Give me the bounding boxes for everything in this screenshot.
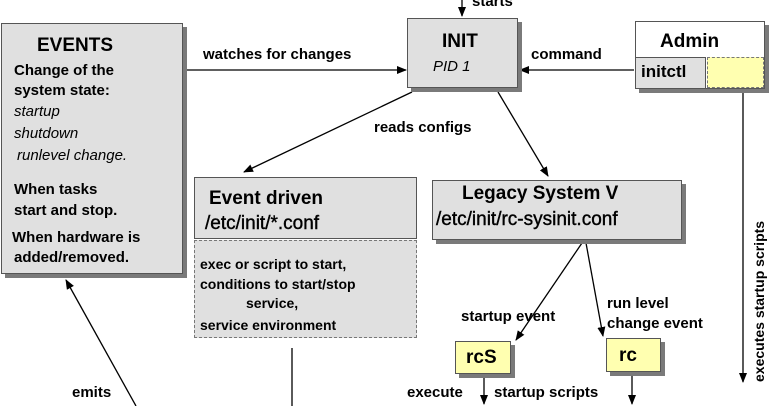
watches-label: watches for changes xyxy=(203,46,352,63)
event-driven-l3: service, xyxy=(246,295,299,311)
events-hw2: added/removed. xyxy=(14,249,130,266)
reads-configs-label: reads configs xyxy=(374,119,472,136)
executes-startup-scripts-label: executes startup scripts xyxy=(751,220,767,382)
events-title: EVENTS xyxy=(37,35,114,56)
arrow-emits xyxy=(65,279,137,406)
events-runlevel: runlevel change. xyxy=(17,147,128,164)
admin-yellow-slot xyxy=(707,57,764,88)
execute-label: execute xyxy=(407,384,463,401)
rcs-label: rcS xyxy=(466,347,497,368)
events-hw1: When hardware is xyxy=(12,229,141,246)
change-event-label: change event xyxy=(607,315,703,332)
event-driven-box xyxy=(194,177,417,239)
rc-label: rc xyxy=(619,345,637,366)
initctl-button xyxy=(636,57,706,88)
emits-label: emits xyxy=(72,384,112,401)
run-level-label: run level xyxy=(607,295,669,312)
legacy-title: Legacy System V xyxy=(462,183,619,204)
rcs-box xyxy=(455,341,511,374)
event-driven-l1: exec or script to start, xyxy=(200,256,347,272)
arrow-legacy-to-rcs xyxy=(515,242,583,341)
legacy-path: /etc/init/rc-sysinit.conf xyxy=(436,209,618,230)
init-title: INIT xyxy=(442,31,478,52)
events-tasks2: start and stop. xyxy=(14,202,118,219)
startup-scripts-label: startup scripts xyxy=(494,384,599,401)
arrow-legacy-to-rc xyxy=(585,242,606,337)
arrow-init-to-legacy xyxy=(497,91,549,177)
legacy-box xyxy=(432,180,682,240)
events-tasks1: When tasks xyxy=(14,181,98,198)
events-box xyxy=(1,23,183,274)
events-shutdown: shutdown xyxy=(14,125,79,142)
initctl-label: initctl xyxy=(641,62,687,81)
arrow-init-to-event xyxy=(243,91,413,173)
startup-event-label: startup event xyxy=(461,308,556,325)
event-driven-path: /etc/init/*.conf xyxy=(205,213,320,234)
event-driven-l2: conditions to start/stop xyxy=(200,276,356,292)
events-line1: Change of the xyxy=(14,62,114,79)
admin-title: Admin xyxy=(660,31,720,52)
event-driven-details-box xyxy=(194,240,417,338)
events-line2: system state: xyxy=(14,82,110,99)
init-box xyxy=(407,18,518,88)
events-startup: startup xyxy=(14,103,60,120)
init-pid: PID 1 xyxy=(433,58,471,75)
command-label: command xyxy=(531,46,602,63)
rc-box xyxy=(606,338,661,372)
starts-label: starts xyxy=(472,0,513,10)
event-driven-title: Event driven xyxy=(209,188,324,209)
event-driven-l4: service environment xyxy=(200,317,337,333)
